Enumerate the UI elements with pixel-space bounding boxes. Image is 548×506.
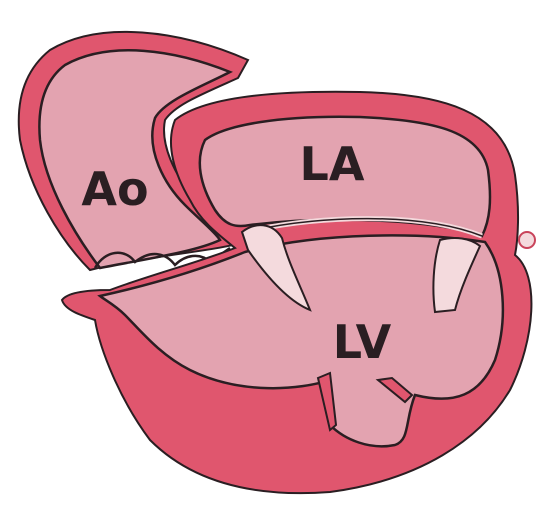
left-atrium-label: LA — [300, 137, 365, 191]
aorta-label: Ao — [81, 162, 148, 216]
appendage-bump — [519, 232, 535, 248]
left-ventricle-label: LV — [333, 315, 392, 369]
